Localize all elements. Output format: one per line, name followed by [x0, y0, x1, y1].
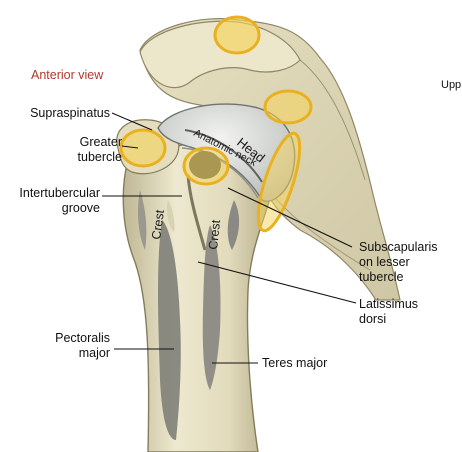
label-subscapularis-line1: Subscapularis — [359, 240, 438, 254]
label-latissimus-line1: Latissimus — [359, 297, 419, 311]
label-pectoralis-line2: major — [78, 346, 110, 360]
crest-label-right: Crest — [206, 219, 223, 251]
label-latissimus-line2: dorsi — [359, 312, 387, 326]
label-latissimus-dorsi: Latissimus dorsi — [359, 297, 418, 327]
highlight-greater-tubercle — [119, 128, 167, 168]
crest-label-left: Crest — [149, 208, 167, 240]
label-subscapularis-line3: tubercle — [359, 270, 404, 284]
highlight-acromion — [213, 15, 261, 55]
highlight-coracoid — [263, 89, 313, 125]
label-intertubercular-line1: Intertubercular — [19, 186, 100, 200]
leader-lines — [102, 112, 357, 364]
cut-off-text: Upp — [441, 79, 462, 91]
label-pectoralis-major: Pectoralis major — [55, 331, 110, 361]
label-greater-tubercle-line2: tubercle — [77, 150, 122, 164]
label-supraspinatus: Supraspinatus — [30, 106, 110, 120]
highlight-lesser-tubercle — [256, 131, 302, 233]
anatomic-neck-line — [184, 129, 263, 183]
label-greater-tubercle-line1: Greater — [79, 135, 122, 149]
highlight-head — [182, 146, 230, 186]
view-title: Anterior view — [31, 68, 104, 82]
pectoralis-major-attachment — [158, 220, 181, 440]
label-intertubercular-line2: groove — [61, 201, 100, 215]
label-teres-major: Teres major — [262, 356, 328, 370]
label-subscapularis: Subscapularis on lesser tubercle — [359, 240, 438, 285]
label-intertubercular-groove: Intertubercular groove — [19, 186, 100, 216]
label-subscapularis-line2: on lesser — [359, 255, 410, 269]
label-pectoralis-line1: Pectoralis — [55, 331, 110, 345]
label-greater-tubercle: Greater tubercle — [78, 135, 122, 165]
